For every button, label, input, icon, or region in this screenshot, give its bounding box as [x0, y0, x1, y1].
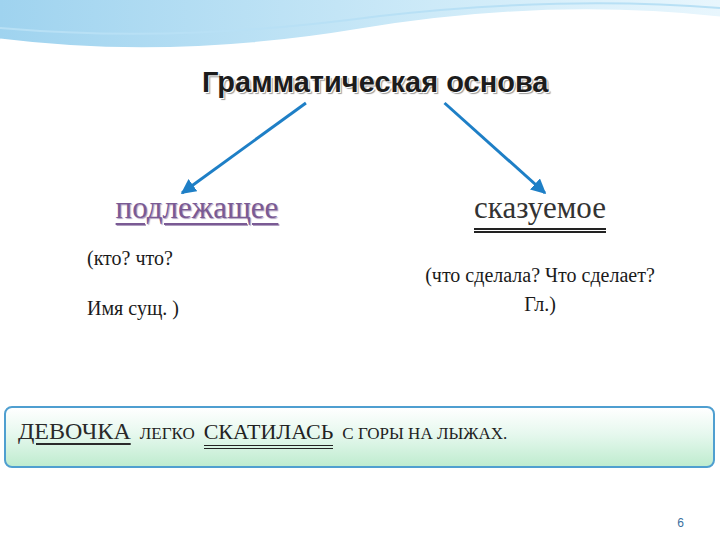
- question-text: (что сделала? Что сделает? Гл.): [405, 261, 675, 319]
- question-text: (кто? что?: [87, 246, 347, 270]
- term-heading: подлежащее: [116, 190, 279, 226]
- term-heading: сказуемое: [474, 190, 606, 233]
- arrow-connector: [182, 103, 306, 193]
- diagram-title: Грамматическая основа: [202, 66, 548, 99]
- predicate-node: сказуемое (что сделала? Что сделает? Гл.): [405, 190, 675, 319]
- page-number: 6: [677, 516, 684, 530]
- sentence-word: ЛЕГКО: [140, 424, 195, 444]
- sentence-word: С ГОРЫ НА ЛЫЖАХ.: [342, 424, 507, 444]
- arrow-connector: [445, 103, 545, 193]
- subject-node: подлежащее (кто? что? Имя сущ. ): [47, 190, 347, 320]
- sentence-word: ДЕВОЧКА: [18, 418, 131, 445]
- sentence-box: ДЕВОЧКА ЛЕГКО СКАТИЛАСЬ С ГОРЫ НА ЛЫЖАХ.: [4, 406, 715, 468]
- question-text: Имя сущ. ): [87, 296, 347, 320]
- sentence-word: СКАТИЛАСЬ: [204, 419, 334, 449]
- title-node: Грамматическая основа: [202, 66, 548, 99]
